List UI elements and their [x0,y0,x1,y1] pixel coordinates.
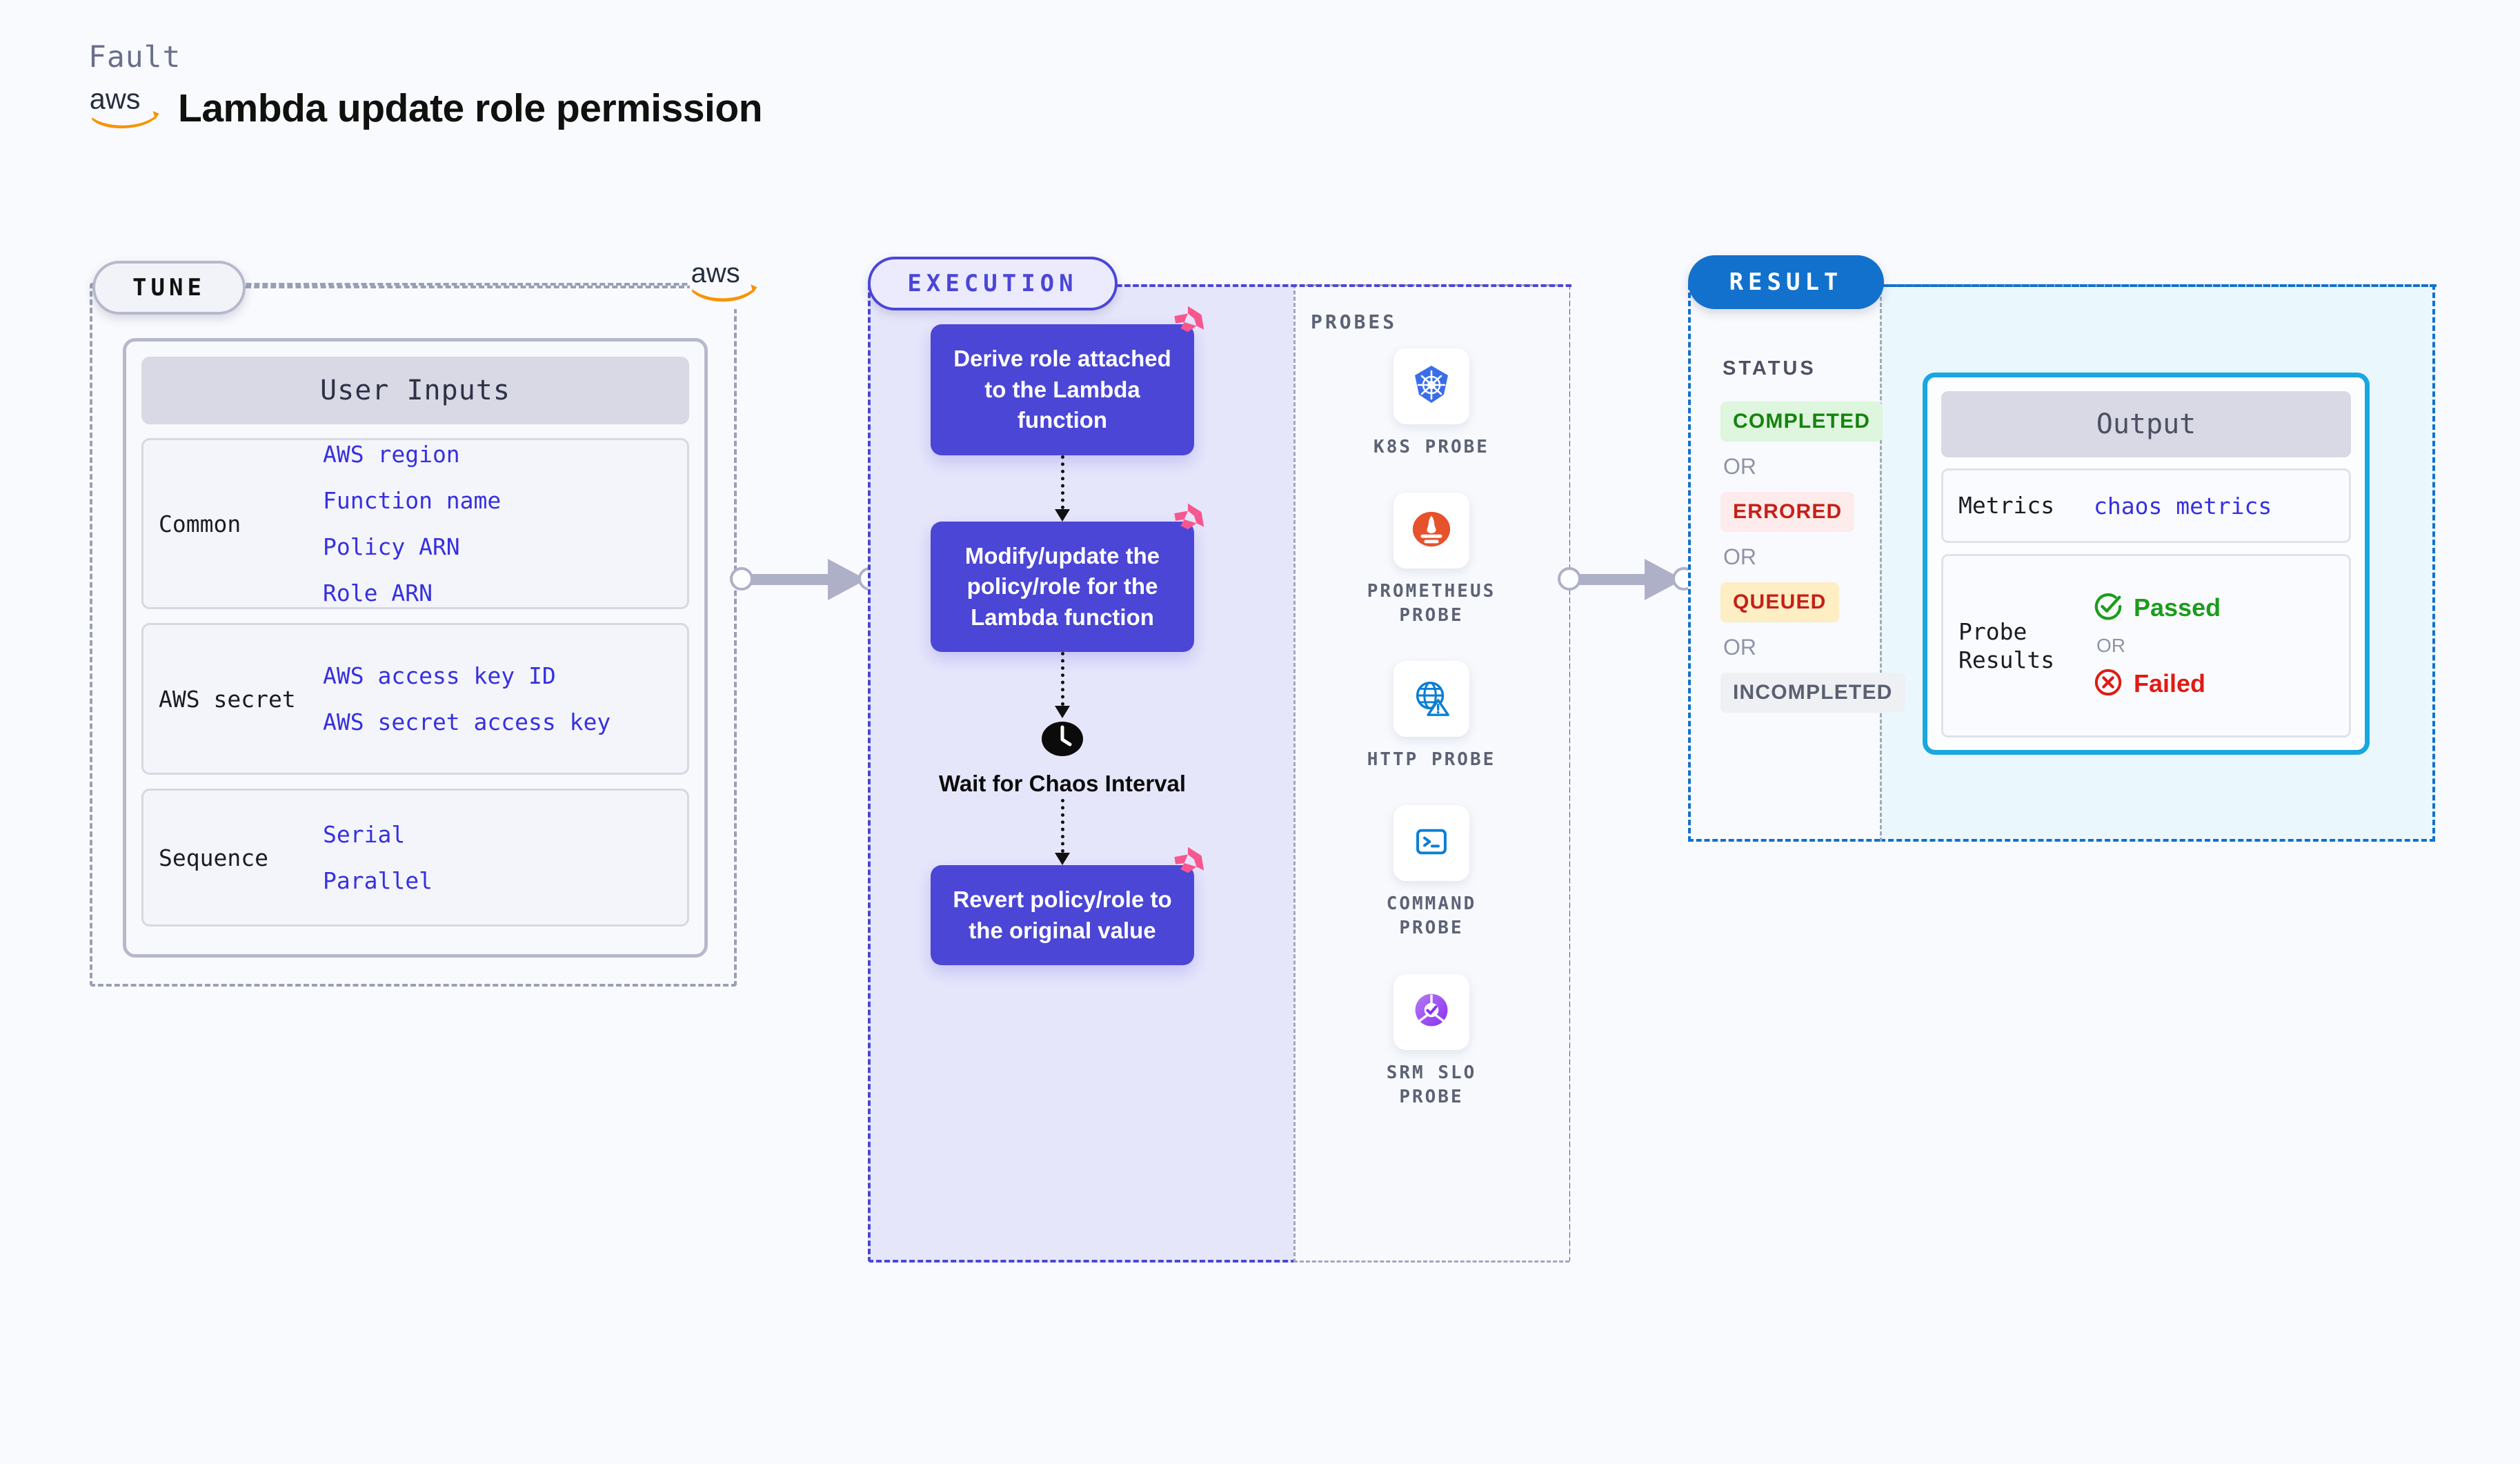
flow-arrow [1055,799,1070,866]
output-card: Output Metrics chaos metrics Probe Resul… [1923,373,2370,755]
status-title: STATUS [1723,357,1816,379]
result-leader-line [1883,284,2437,287]
output-row-metrics: Metrics chaos metrics [1941,468,2351,543]
execution-step-text: Modify/update the policy/role for the La… [964,542,1160,630]
execution-step-text: Revert policy/role to the original value [953,887,1172,943]
tune-value[interactable]: AWS secret access key [323,709,611,735]
or-label: OR [1723,635,1756,660]
or-label: OR [2096,635,2125,656]
http-globe-icon [1410,676,1453,722]
tune-value[interactable]: AWS access key ID [323,662,556,689]
tune-value[interactable]: Parallel [323,867,433,894]
or-label: OR [1723,454,1756,479]
prometheus-icon [1410,508,1453,554]
probe-item-http[interactable]: HTTP PROBE [1367,661,1496,772]
tune-value[interactable]: Serial [323,820,406,848]
terminal-icon [1411,822,1451,865]
litmus-chaos-icon [1169,305,1207,339]
tune-value[interactable]: Role ARN [323,580,433,607]
litmus-chaos-icon [1169,502,1207,537]
status-badge-incompleted: INCOMPLETED [1720,673,1905,713]
execution-leader-line [1116,284,1571,287]
tune-group-sequence: Sequence Serial Parallel [141,789,689,927]
user-inputs-card: User Inputs Common AWS region Function n… [123,338,708,958]
probe-label: COMMAND PROBE [1386,893,1477,939]
probe-label: PROMETHEUS PROBE [1367,581,1496,626]
probes-title: PROBES [1311,310,1398,333]
probes-list: K8S PROBE PROMETHEUS PROBE [1366,348,1497,1109]
tune-region [90,283,737,987]
tune-aws-logo-icon: aws [690,254,759,309]
probe-item-prometheus[interactable]: PROMETHEUS PROBE [1367,493,1496,628]
probe-result-passed: Passed [2094,592,2221,624]
execution-step-box[interactable]: Derive role attached to the Lambda funct… [931,306,1204,455]
probe-results-label: Probe Results [1958,617,2055,673]
probe-label: HTTP PROBE [1367,749,1496,771]
status-badge-queued: QUEUED [1720,582,1839,622]
tune-group-aws-secret: AWS secret AWS access key ID AWS secret … [141,623,689,775]
srm-slo-icon [1411,989,1452,1034]
execution-step-box[interactable]: Modify/update the policy/role for the La… [931,503,1204,653]
tune-badge[interactable]: TUNE [92,261,246,315]
metrics-label: Metrics [1958,492,2055,520]
probe-label: K8S PROBE [1373,437,1489,457]
probes-region [1293,284,1569,1263]
output-row-probe-results: Probe Results Passed OR [1941,554,2351,738]
tune-group-label: Sequence [159,844,268,871]
output-title: Output [1941,391,2351,457]
probe-result-failed: Failed [2094,668,2221,700]
tune-value[interactable]: AWS region [323,440,460,468]
execution-step-box[interactable]: Revert policy/role to the original value [931,847,1204,966]
probe-item-srm-slo[interactable]: SRM SLO PROBE [1386,973,1477,1109]
result-output-divider [1880,284,1882,842]
fault-label: Fault [88,40,181,75]
passed-label: Passed [2134,593,2221,622]
probe-item-k8s[interactable]: K8S PROBE [1373,348,1489,459]
execution-step-text: Derive role attached to the Lambda funct… [953,346,1171,433]
connector-dot [730,567,753,591]
connector-tune-to-execution [730,559,882,600]
kubernetes-icon [1409,363,1454,410]
aws-logo-icon: aws [88,79,163,131]
connector-dot [1558,567,1581,591]
clock-icon [1041,718,1083,760]
execution-badge[interactable]: EXECUTION [868,257,1118,310]
svg-text:aws: aws [90,83,141,115]
page-title: Lambda update role permission [178,86,763,130]
user-inputs-title: User Inputs [141,357,689,424]
execution-step-text: Wait for Chaos Interval [938,771,1187,797]
tune-value[interactable]: Policy ARN [323,533,460,560]
result-badge[interactable]: RESULT [1688,255,1884,309]
tune-leader-line [246,286,693,288]
svg-text:aws: aws [691,258,740,288]
failed-label: Failed [2134,669,2206,698]
litmus-chaos-icon [1169,846,1207,880]
page-header: Fault aws Lambda update role permission [88,40,763,131]
result-region [1688,284,1880,842]
tune-group-common: Common AWS region Function name Policy A… [141,438,689,609]
probe-item-command[interactable]: COMMAND PROBE [1387,805,1477,940]
x-circle-icon [2094,668,2123,700]
probe-label: SRM SLO PROBE [1386,1062,1477,1107]
status-badge-completed: COMPLETED [1720,402,1883,442]
check-circle-icon [2094,592,2123,624]
flow-arrow [1055,652,1070,719]
status-badge-errored: ERRORED [1720,492,1855,532]
tune-group-label: Common [159,510,241,537]
tune-value[interactable]: Function name [323,486,502,514]
execution-flow: Derive role attached to the Lambda funct… [924,306,1204,966]
connector-execution-to-result [1558,559,1696,600]
or-label: OR [1723,544,1756,569]
execution-wait-step: Wait for Chaos Interval [939,718,1186,799]
flow-arrow [1055,455,1070,522]
metrics-value[interactable]: chaos metrics [2094,492,2272,520]
tune-group-label: AWS secret [159,685,296,713]
status-list: COMPLETED OR ERRORED OR QUEUED OR INCOMP… [1720,402,1905,713]
